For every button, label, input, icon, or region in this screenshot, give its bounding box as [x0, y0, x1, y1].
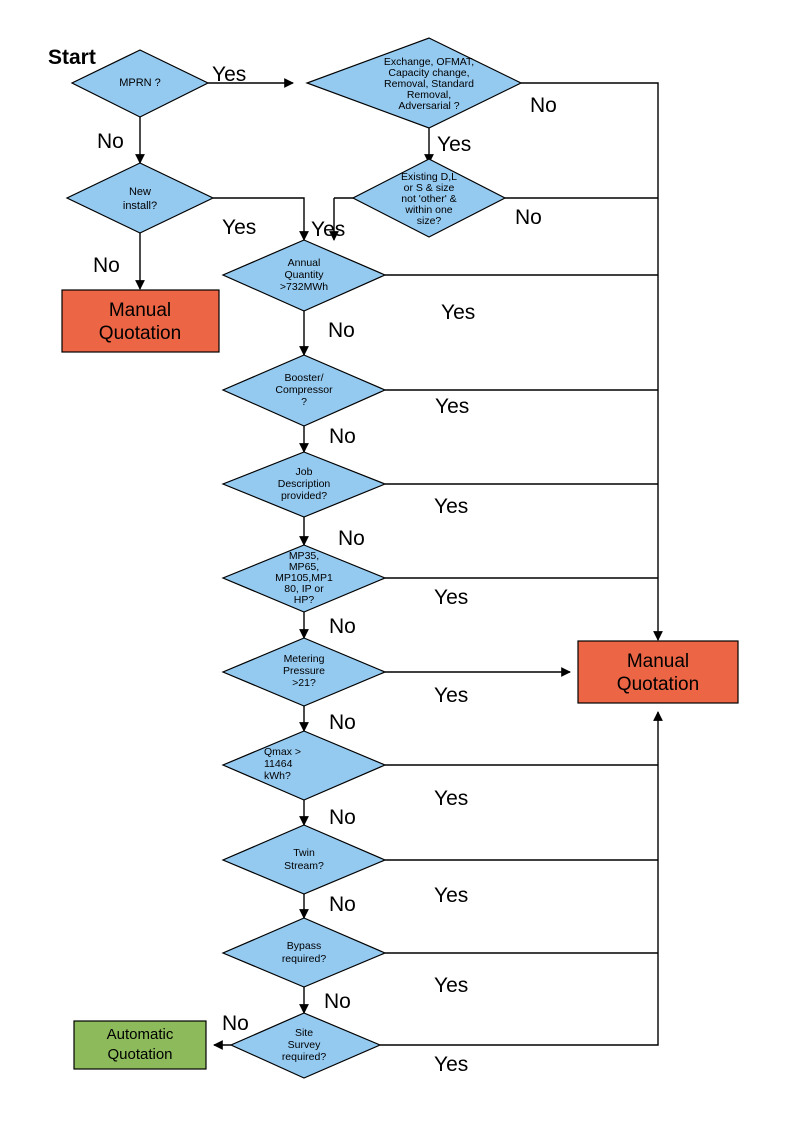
node-twin-line-2: Stream?	[284, 860, 324, 872]
node-newinstall-line-1: New	[129, 186, 151, 198]
node-exchange-line-1: Exchange, OFMAT,	[384, 56, 474, 68]
node-jobdesc-line-2: Description	[278, 478, 331, 490]
node-twin-line-1: Twin	[293, 847, 315, 859]
node-sitesurvey[interactable]: Site Survey required?	[229, 1012, 382, 1079]
label-mprn-no: No	[97, 130, 124, 153]
node-qmax[interactable]: Qmax > 11464 kWh?	[221, 730, 387, 801]
node-metering-line-3: >21?	[292, 677, 316, 689]
node-annual-line-1: Annual	[288, 257, 321, 269]
node-existing-line-3: not 'other' &	[401, 193, 456, 205]
manual-right-line-1: Manual	[627, 651, 689, 672]
manual-right-line-2: Quotation	[617, 674, 699, 695]
manual-left-line-1: Manual	[109, 300, 171, 321]
node-mpclass-line-5: HP?	[294, 594, 315, 606]
label-exchange-yes: Yes	[437, 133, 471, 156]
node-mpclass-line-3: MP105,MP1	[275, 572, 333, 584]
edge-exchange-no	[521, 82, 663, 641]
node-annual[interactable]: Annual Quantity >732MWh	[221, 239, 387, 312]
label-existing-yes: Yes	[311, 218, 345, 241]
node-qmax-line-3: kWh?	[264, 770, 291, 782]
label-twin-yes: Yes	[434, 884, 468, 907]
node-automatic-quotation[interactable]: Automatic Quotation	[73, 1020, 207, 1070]
label-jobdesc-yes: Yes	[434, 495, 468, 518]
label-mpclass-yes: Yes	[434, 586, 468, 609]
label-bypass-no: No	[324, 990, 351, 1013]
edge-newinstall-yes	[213, 197, 309, 241]
node-sitesurvey-line-3: required?	[282, 1051, 327, 1063]
label-booster-no: No	[329, 425, 356, 448]
label-annual-yes: Yes	[441, 301, 475, 324]
node-manual-quotation-left[interactable]: Manual Quotation	[61, 289, 220, 353]
node-bypass-line-2: required?	[282, 953, 327, 965]
node-bypass[interactable]: Bypass required?	[221, 917, 387, 988]
edge-labels: Yes No No Yes Yes No Yes No Yes No Yes N…	[93, 63, 557, 1076]
start-label: Start	[48, 46, 96, 69]
node-metering-line-1: Metering	[284, 653, 325, 665]
label-newinstall-yes: Yes	[222, 216, 256, 239]
node-booster-line-3: ?	[301, 396, 307, 408]
label-jobdesc-no: No	[338, 527, 365, 550]
label-metering-yes: Yes	[434, 684, 468, 707]
node-manual-quotation-right[interactable]: Manual Quotation	[577, 640, 739, 704]
node-existing[interactable]: Existing D,L or S & size not 'other' & w…	[351, 158, 507, 238]
node-annual-line-2: Quantity	[284, 269, 324, 281]
node-mprn[interactable]: MPRN ?	[70, 49, 210, 118]
label-mpclass-no: No	[329, 615, 356, 638]
node-annual-line-3: >732MWh	[280, 281, 328, 293]
node-jobdesc-line-3: provided?	[281, 490, 327, 502]
node-exchange[interactable]: Exchange, OFMAT, Capacity change, Remova…	[305, 37, 523, 129]
label-metering-no: No	[329, 711, 356, 734]
node-mpclass[interactable]: MP35, MP65, MP105,MP1 80, IP or HP?	[221, 544, 387, 613]
node-qmax-line-1: Qmax >	[264, 746, 301, 758]
label-annual-no: No	[328, 319, 355, 342]
label-newinstall-no: No	[93, 254, 120, 277]
node-existing-line-2: or S & size	[404, 182, 455, 194]
node-booster-line-2: Compressor	[275, 384, 333, 396]
label-existing-no: No	[515, 206, 542, 229]
node-booster[interactable]: Booster/ Compressor ?	[221, 354, 387, 427]
label-bypass-yes: Yes	[434, 974, 468, 997]
node-exchange-line-4: Removal,	[407, 89, 451, 101]
node-jobdesc[interactable]: Job Description provided?	[221, 451, 387, 518]
label-mprn-yes: Yes	[212, 63, 246, 86]
manual-left-line-2: Quotation	[99, 323, 181, 344]
label-sitesurvey-no: No	[222, 1012, 249, 1035]
node-twin[interactable]: Twin Stream?	[221, 824, 387, 895]
node-exchange-line-3: Removal, Standard	[384, 78, 474, 90]
node-bypass-line-1: Bypass	[287, 940, 321, 952]
node-jobdesc-line-1: Job	[296, 466, 313, 478]
automatic-line-1: Automatic	[107, 1026, 174, 1043]
label-exchange-no: No	[530, 94, 557, 117]
node-qmax-line-2: 11464	[264, 758, 293, 770]
node-sitesurvey-line-2: Survey	[288, 1039, 321, 1051]
node-booster-line-1: Booster/	[284, 372, 323, 384]
node-metering-line-2: Pressure	[283, 665, 325, 677]
label-qmax-no: No	[329, 806, 356, 829]
label-sitesurvey-yes: Yes	[434, 1053, 468, 1076]
node-sitesurvey-line-1: Site	[295, 1027, 313, 1039]
node-mpclass-line-1: MP35,	[289, 550, 319, 562]
node-exchange-line-2: Capacity change,	[388, 67, 469, 79]
node-newinstall-line-2: install?	[123, 200, 157, 212]
node-existing-line-5: size?	[417, 215, 442, 227]
node-existing-line-4: within one	[404, 204, 452, 216]
edge-sitesurvey-yes	[380, 711, 663, 1046]
node-exchange-line-5: Adversarial ?	[398, 100, 459, 112]
node-metering[interactable]: Metering Pressure >21?	[221, 637, 387, 707]
connectors	[135, 78, 663, 1050]
label-qmax-yes: Yes	[434, 787, 468, 810]
label-booster-yes: Yes	[435, 395, 469, 418]
node-newinstall[interactable]: New install?	[65, 162, 215, 234]
node-mpclass-line-2: MP65,	[289, 561, 319, 573]
automatic-line-2: Quotation	[107, 1046, 172, 1063]
node-mprn-label: MPRN ?	[119, 77, 161, 89]
label-twin-no: No	[329, 893, 356, 916]
node-mpclass-line-4: 80, IP or	[284, 583, 324, 595]
node-existing-line-1: Existing D,L	[401, 171, 457, 183]
